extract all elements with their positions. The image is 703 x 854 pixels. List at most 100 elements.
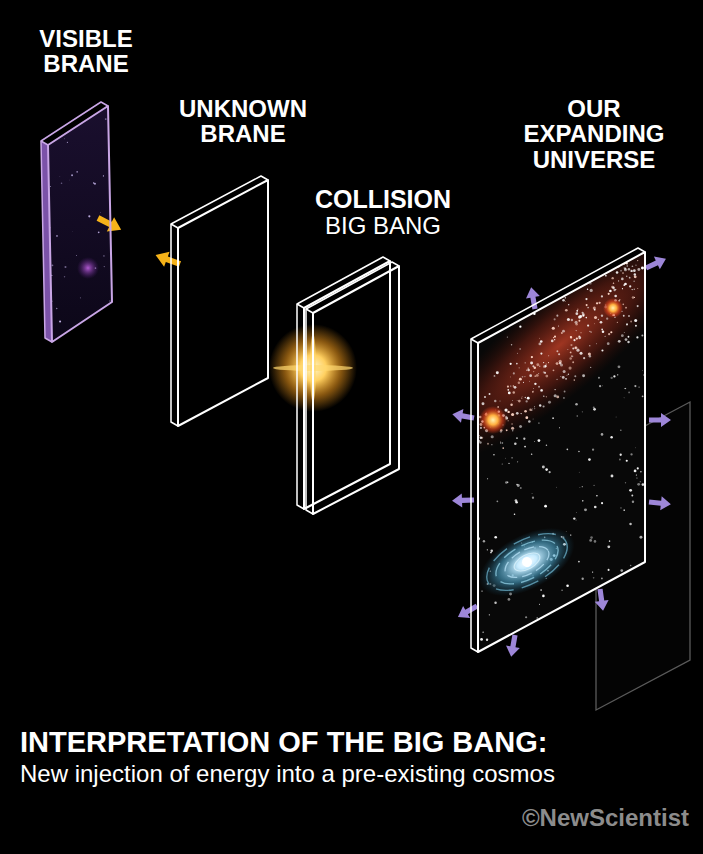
star bbox=[593, 577, 595, 579]
star bbox=[495, 312, 498, 315]
star bbox=[551, 340, 554, 343]
star bbox=[609, 540, 611, 542]
expansion-arrow bbox=[643, 252, 669, 274]
star bbox=[516, 254, 518, 256]
star bbox=[541, 258, 543, 260]
star bbox=[539, 404, 541, 406]
star bbox=[634, 273, 636, 275]
star bbox=[540, 389, 543, 392]
star bbox=[519, 367, 520, 368]
star bbox=[554, 267, 556, 269]
star bbox=[538, 422, 540, 424]
star bbox=[608, 569, 610, 571]
star bbox=[493, 308, 495, 310]
star bbox=[564, 300, 566, 302]
star bbox=[594, 309, 596, 311]
heading-text: VISIBLE BRANE bbox=[30, 26, 142, 77]
star bbox=[541, 284, 543, 286]
star bbox=[599, 385, 601, 387]
star bbox=[534, 277, 535, 278]
star bbox=[601, 295, 603, 297]
slab-edge bbox=[306, 309, 313, 313]
star bbox=[629, 489, 632, 492]
expansion-arrow bbox=[593, 588, 610, 612]
star bbox=[520, 487, 522, 489]
star bbox=[110, 320, 111, 321]
panel-outline bbox=[469, 96, 680, 654]
star bbox=[602, 385, 604, 387]
star bbox=[507, 386, 509, 388]
star bbox=[633, 626, 634, 627]
star bbox=[590, 536, 593, 539]
star bbox=[624, 332, 625, 333]
star bbox=[524, 376, 525, 377]
star bbox=[552, 417, 554, 419]
star bbox=[574, 346, 577, 349]
star bbox=[602, 270, 604, 272]
star bbox=[634, 319, 637, 322]
star bbox=[598, 377, 600, 379]
star bbox=[636, 336, 638, 338]
star bbox=[563, 397, 565, 399]
star bbox=[515, 296, 517, 298]
star bbox=[624, 257, 626, 259]
star bbox=[588, 352, 591, 355]
star bbox=[614, 255, 616, 257]
heading-text: COLLISION bbox=[283, 186, 483, 213]
star bbox=[545, 375, 548, 378]
expansion-arrow bbox=[454, 600, 480, 623]
star bbox=[624, 641, 625, 642]
star bbox=[585, 298, 587, 300]
star bbox=[637, 467, 639, 469]
star bbox=[568, 304, 569, 305]
star bbox=[594, 316, 597, 319]
star bbox=[56, 308, 58, 310]
expansion-arrows bbox=[451, 252, 671, 658]
star bbox=[570, 344, 572, 346]
star bbox=[534, 441, 535, 442]
star bbox=[583, 357, 585, 359]
bright-star bbox=[603, 298, 623, 318]
star bbox=[538, 373, 539, 374]
star bbox=[525, 362, 526, 363]
star bbox=[491, 444, 492, 445]
star bbox=[577, 308, 579, 310]
galactic-band bbox=[395, 196, 703, 495]
star bbox=[516, 484, 517, 485]
star bbox=[589, 331, 590, 332]
star bbox=[559, 261, 562, 264]
star bbox=[622, 272, 624, 274]
star bbox=[545, 363, 546, 364]
star bbox=[494, 601, 496, 603]
star bbox=[592, 571, 593, 572]
star-field bbox=[466, 251, 655, 653]
star bbox=[532, 365, 534, 367]
star bbox=[71, 174, 73, 176]
star bbox=[629, 277, 631, 279]
star bbox=[590, 289, 593, 292]
star bbox=[578, 451, 580, 453]
star bbox=[529, 380, 531, 382]
star bbox=[527, 369, 530, 372]
star bbox=[525, 416, 528, 419]
star bbox=[527, 634, 530, 637]
star bbox=[531, 356, 533, 358]
star bbox=[543, 362, 544, 363]
star bbox=[613, 375, 615, 377]
star bbox=[508, 463, 509, 464]
star bbox=[596, 495, 598, 497]
slab-edge bbox=[41, 141, 48, 145]
star bbox=[601, 314, 603, 316]
star bbox=[555, 389, 556, 390]
star bbox=[628, 576, 630, 578]
star bbox=[489, 270, 491, 272]
star bbox=[490, 552, 492, 554]
star bbox=[611, 277, 613, 279]
star bbox=[601, 502, 603, 504]
star bbox=[489, 393, 491, 395]
star bbox=[579, 486, 581, 488]
star bbox=[487, 549, 488, 550]
star bbox=[636, 474, 637, 475]
star bbox=[593, 406, 595, 408]
star bbox=[625, 482, 626, 483]
